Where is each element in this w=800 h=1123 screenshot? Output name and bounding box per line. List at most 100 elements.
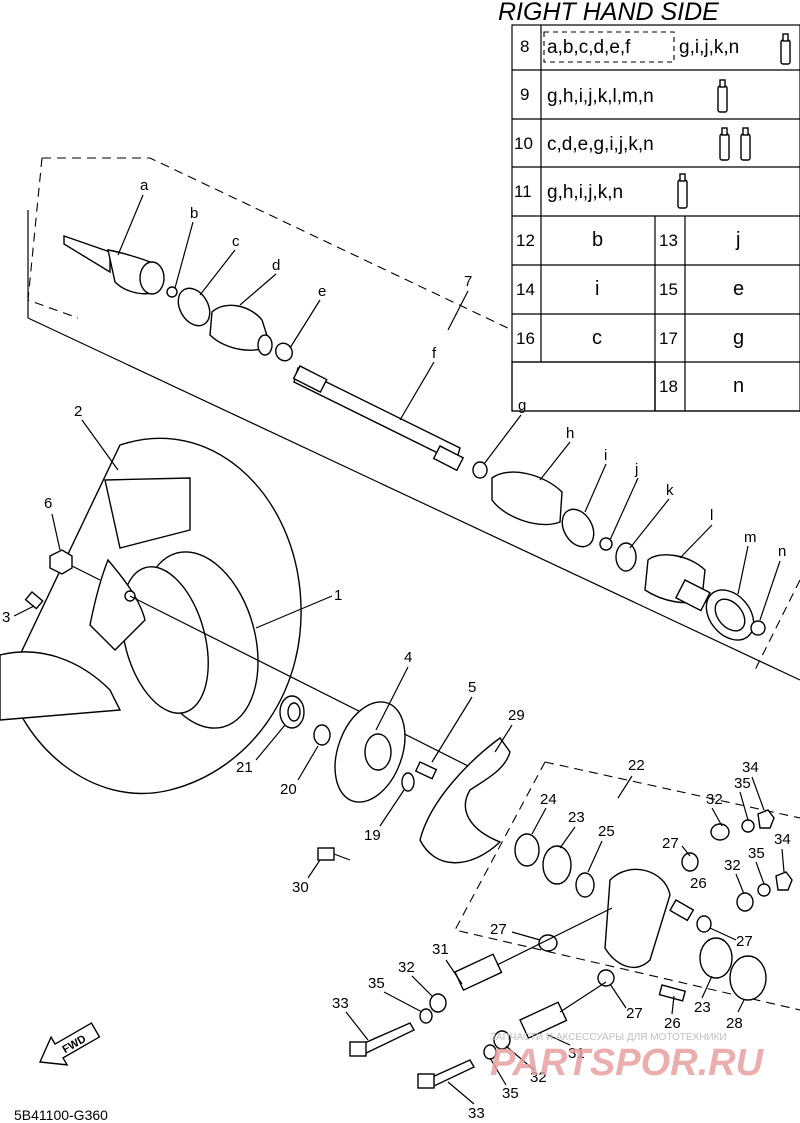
callout-n: n [778, 543, 786, 560]
callout-d: d [272, 257, 280, 274]
callout-35-d: 35 [502, 1085, 519, 1102]
callout-23-lower: 23 [694, 999, 711, 1016]
callout-e: e [318, 283, 326, 300]
bolt-33-lower [429, 1059, 475, 1087]
callout-34-b: 34 [774, 831, 791, 848]
kit-pair-14-num: 14 [516, 280, 535, 299]
kit-row-11-parts: g,h,i,j,k,n [547, 182, 623, 203]
callout-k: k [666, 482, 674, 499]
kit-pair-14-val: i [595, 278, 599, 300]
callout-7: 7 [464, 273, 472, 290]
callout-23-upper: 23 [568, 809, 585, 826]
kit-table: 8 9 10 11 a,b,c,d,e,f g,i,j,k,n g,h,i,j,… [511, 24, 800, 412]
brake-disc [419, 737, 511, 864]
callout-27-a: 27 [662, 835, 679, 852]
kit-pair-13-val: j [735, 229, 740, 251]
bolt-33-upper [359, 1022, 415, 1055]
callout-5: 5 [468, 679, 476, 696]
kit-pair-12-num: 12 [516, 231, 535, 250]
callout-33-lower: 33 [468, 1105, 485, 1122]
collar-31-lower [519, 1001, 568, 1040]
kit-pair-18-num: 18 [659, 377, 678, 396]
callout-h: h [566, 425, 574, 442]
kit-pair-12-val: b [592, 229, 603, 251]
callout-1: 1 [334, 587, 342, 604]
kit-pair-17-num: 17 [659, 329, 678, 348]
kit-row-9-num: 9 [520, 85, 529, 104]
callout-35-b: 35 [748, 845, 765, 862]
callout-f: f [432, 345, 437, 362]
fwd-label: FWD [61, 1033, 89, 1056]
callout-29: 29 [508, 707, 525, 724]
grease-tube-icon [717, 79, 728, 113]
callout-m: m [744, 529, 757, 546]
bolt-30 [317, 847, 335, 861]
callout-l: l [710, 507, 713, 524]
callout-g: g [518, 397, 526, 414]
callout-35-a: 35 [734, 775, 751, 792]
watermark-logo: PARTSPOR.RU [490, 1042, 765, 1084]
callout-22: 22 [628, 757, 645, 774]
grease-tube-icon [719, 127, 730, 161]
callout-32-d: 32 [530, 1069, 547, 1086]
wheel-nut [49, 549, 73, 575]
drive-shaft-assembly [27, 157, 800, 681]
kit-row-10-num: 10 [514, 134, 533, 153]
fwd-arrow: FWD [38, 1022, 101, 1066]
callout-j: j [634, 461, 638, 478]
callout-27-c: 27 [736, 933, 753, 950]
wheel-tire [0, 437, 481, 795]
knuckle-assembly [544, 761, 800, 819]
diagram-code: 5B41100-G360 [14, 1107, 108, 1123]
callout-3: 3 [2, 609, 10, 626]
grease-tube-icon [780, 33, 791, 65]
callout-33-upper: 33 [332, 995, 349, 1012]
kit-pair-16-val: c [592, 327, 602, 349]
callout-20: 20 [280, 781, 297, 798]
callout-27-d: 27 [626, 1005, 643, 1022]
callout-32-b: 32 [724, 857, 741, 874]
valve-stem [24, 591, 44, 610]
callout-a: a [140, 177, 149, 194]
callout-19: 19 [364, 827, 381, 844]
cv-joint-outer [63, 235, 165, 295]
callout-26-lower: 26 [664, 1015, 681, 1032]
kit-pair-17-val: g [733, 327, 744, 349]
diagram-title: RIGHT HAND SIDE [498, 0, 719, 26]
callout-28: 28 [726, 1015, 743, 1032]
callout-6: 6 [44, 495, 52, 512]
wheel-hub [334, 701, 406, 803]
callout-b: b [190, 205, 198, 222]
watermark-tagline: ЗАПЧАСТИ И АКСЕССУАРЫ ДЛЯ МОТОТЕХНИКИ [490, 1032, 727, 1043]
callout-25: 25 [598, 823, 615, 840]
kit-row-8-extra: g,i,j,k,n [679, 37, 739, 58]
kit-pair-13-num: 13 [659, 231, 678, 250]
kit-row-10-parts: c,d,e,g,i,j,k,n [547, 134, 654, 155]
callout-24: 24 [540, 791, 557, 808]
callout-31-upper: 31 [432, 941, 449, 958]
collar-31-upper [454, 953, 503, 992]
callout-4: 4 [404, 649, 412, 666]
kit-row-8-parts: a,b,c,d,e,f [547, 37, 631, 58]
callout-i: i [604, 447, 607, 464]
grease-tube-icon [677, 173, 688, 209]
callout-35-c: 35 [368, 975, 385, 992]
callout-34-a: 34 [742, 759, 759, 776]
kit-pair-15-val: e [733, 278, 744, 300]
kit-row-11-num: 11 [514, 182, 532, 201]
callout-21: 21 [236, 759, 253, 776]
callout-31-lower: 31 [568, 1045, 585, 1062]
callout-labels: a b c d e f g h i j k l m n 1 2 3 4 [2, 177, 791, 1122]
kit-pair-15-num: 15 [659, 280, 678, 299]
kit-row-9-parts: g,h,i,j,k,l,m,n [547, 86, 654, 107]
callout-c: c [232, 233, 240, 250]
steering-knuckle [604, 868, 671, 968]
grease-tube-icon [740, 127, 751, 161]
callout-30: 30 [292, 879, 309, 896]
callout-2: 2 [74, 403, 82, 420]
watermark: ЗАПЧАСТИ И АКСЕССУАРЫ ДЛЯ МОТОТЕХНИКИ PA… [490, 1032, 765, 1084]
kit-pair-16-num: 16 [516, 329, 535, 348]
callout-26-upper: 26 [690, 875, 707, 892]
callout-27-b: 27 [490, 921, 507, 938]
